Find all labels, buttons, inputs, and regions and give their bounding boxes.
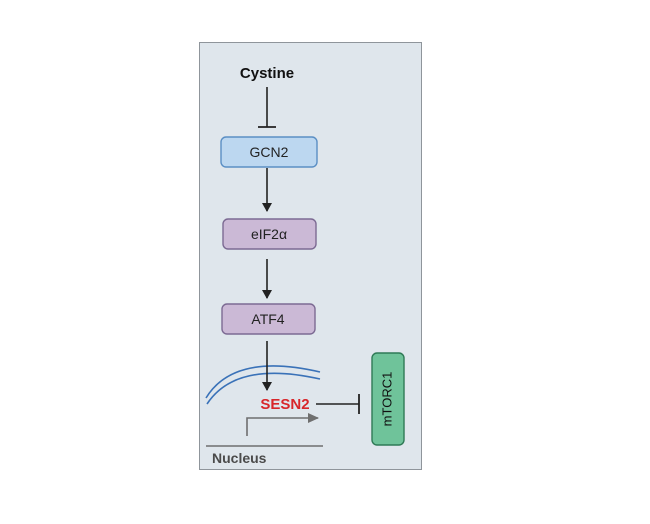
sesn2-label: SESN2 <box>260 396 309 413</box>
gcn2-node <box>220 136 318 168</box>
cystine-label: Cystine <box>240 65 294 82</box>
gcn2-label: GCN2 <box>250 144 289 160</box>
atf4-node <box>221 303 316 335</box>
atf4-label: ATF4 <box>251 311 284 327</box>
mtorc1-node <box>371 352 405 446</box>
mtorc1-label: mTORC1 <box>379 372 394 427</box>
nuclear-membrane-outer <box>205 365 321 399</box>
eif2a-label: eIF2α <box>251 226 287 242</box>
nuclear-membrane-inner <box>206 372 321 405</box>
eif2a-node <box>222 218 317 250</box>
nucleus-label: Nucleus <box>212 450 267 466</box>
transcription-start-arrow <box>246 413 319 436</box>
